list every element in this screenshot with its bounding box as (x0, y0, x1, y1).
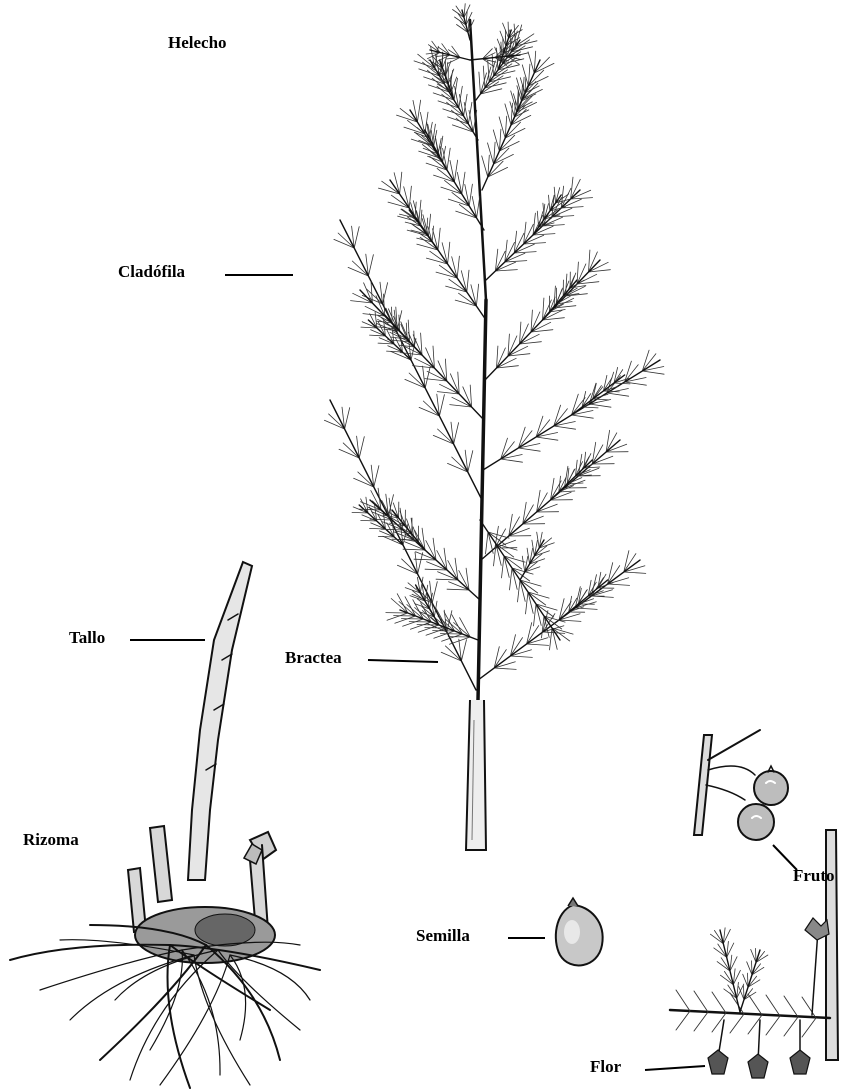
label-bractea: Bractea (285, 648, 342, 668)
label-semilla: Semilla (416, 926, 470, 946)
label-flor: Flor (590, 1057, 621, 1077)
bractea-leader (368, 660, 438, 662)
fruit-branch (694, 730, 788, 840)
label-cladofila: Cladófila (118, 262, 185, 282)
label-fruto: Fruto (793, 866, 835, 886)
label-rizoma: Rizoma (23, 830, 79, 850)
title-helecho: Helecho (168, 33, 227, 53)
seed (556, 898, 603, 965)
label-tallo: Tallo (69, 628, 105, 648)
fern-frond (324, 4, 664, 700)
frond-stalk (466, 700, 486, 850)
flor-leader (645, 1066, 705, 1070)
